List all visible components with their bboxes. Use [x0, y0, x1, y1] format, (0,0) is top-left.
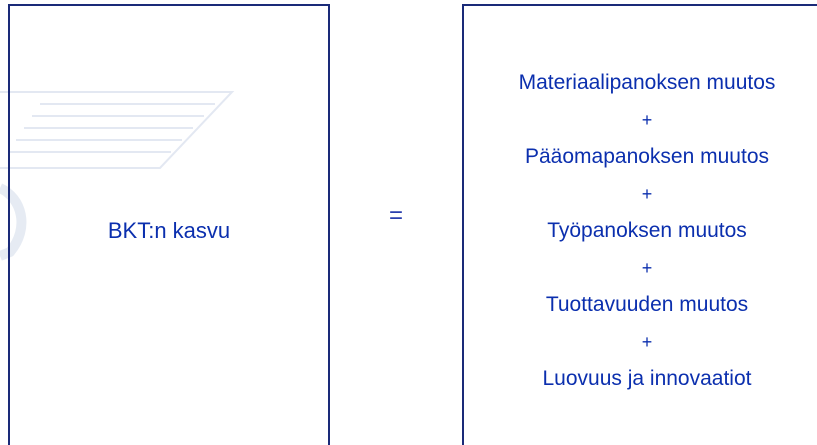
component-creativity-innovation: Luovuus ja innovaatiot	[542, 367, 752, 390]
plus-sign: +	[641, 258, 653, 278]
gdp-growth-label: BKT:n kasvu	[107, 218, 231, 243]
components-list: Materiaalipanoksen muutos + Pääomapanoks…	[462, 64, 817, 398]
plus-sign: +	[641, 184, 653, 204]
equals-sign: =	[388, 202, 403, 229]
component-material-input: Materiaalipanoksen muutos	[518, 71, 776, 94]
plus-sign: +	[641, 110, 653, 130]
component-labour-input: Työpanoksen muutos	[547, 219, 747, 242]
gdp-growth-box: BKT:n kasvu	[8, 4, 330, 445]
plus-sign: +	[641, 332, 653, 352]
component-capital-input: Pääomapanoksen muutos	[525, 145, 769, 168]
component-productivity: Tuottavuuden muutos	[545, 293, 749, 316]
components-box: Materiaalipanoksen muutos + Pääomapanoks…	[462, 4, 817, 445]
